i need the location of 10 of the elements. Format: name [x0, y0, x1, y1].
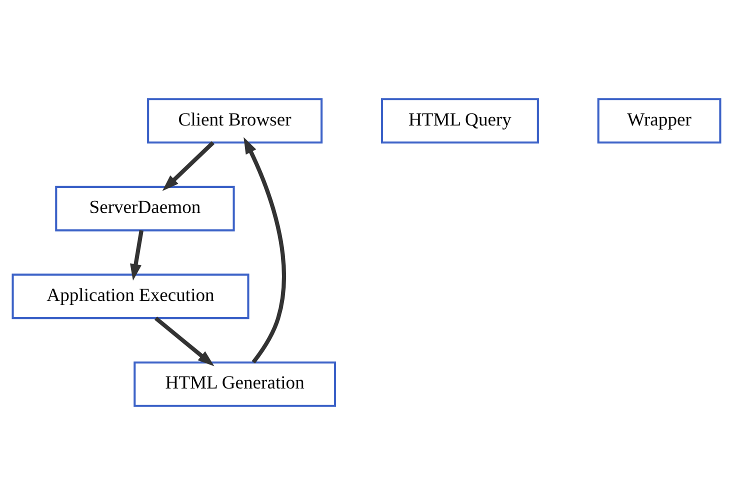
arrow — [130, 230, 144, 280]
node-box: ServerDaemon — [55, 185, 235, 231]
node-box: HTML Query — [380, 98, 539, 144]
node-box: Wrapper — [597, 98, 722, 144]
node-box: HTML Generation — [134, 360, 336, 406]
arrow — [244, 136, 286, 363]
node-box: Client Browser — [147, 98, 323, 144]
node-box: Application Execution — [12, 273, 250, 319]
arrow — [162, 140, 214, 191]
arrow — [154, 316, 214, 366]
